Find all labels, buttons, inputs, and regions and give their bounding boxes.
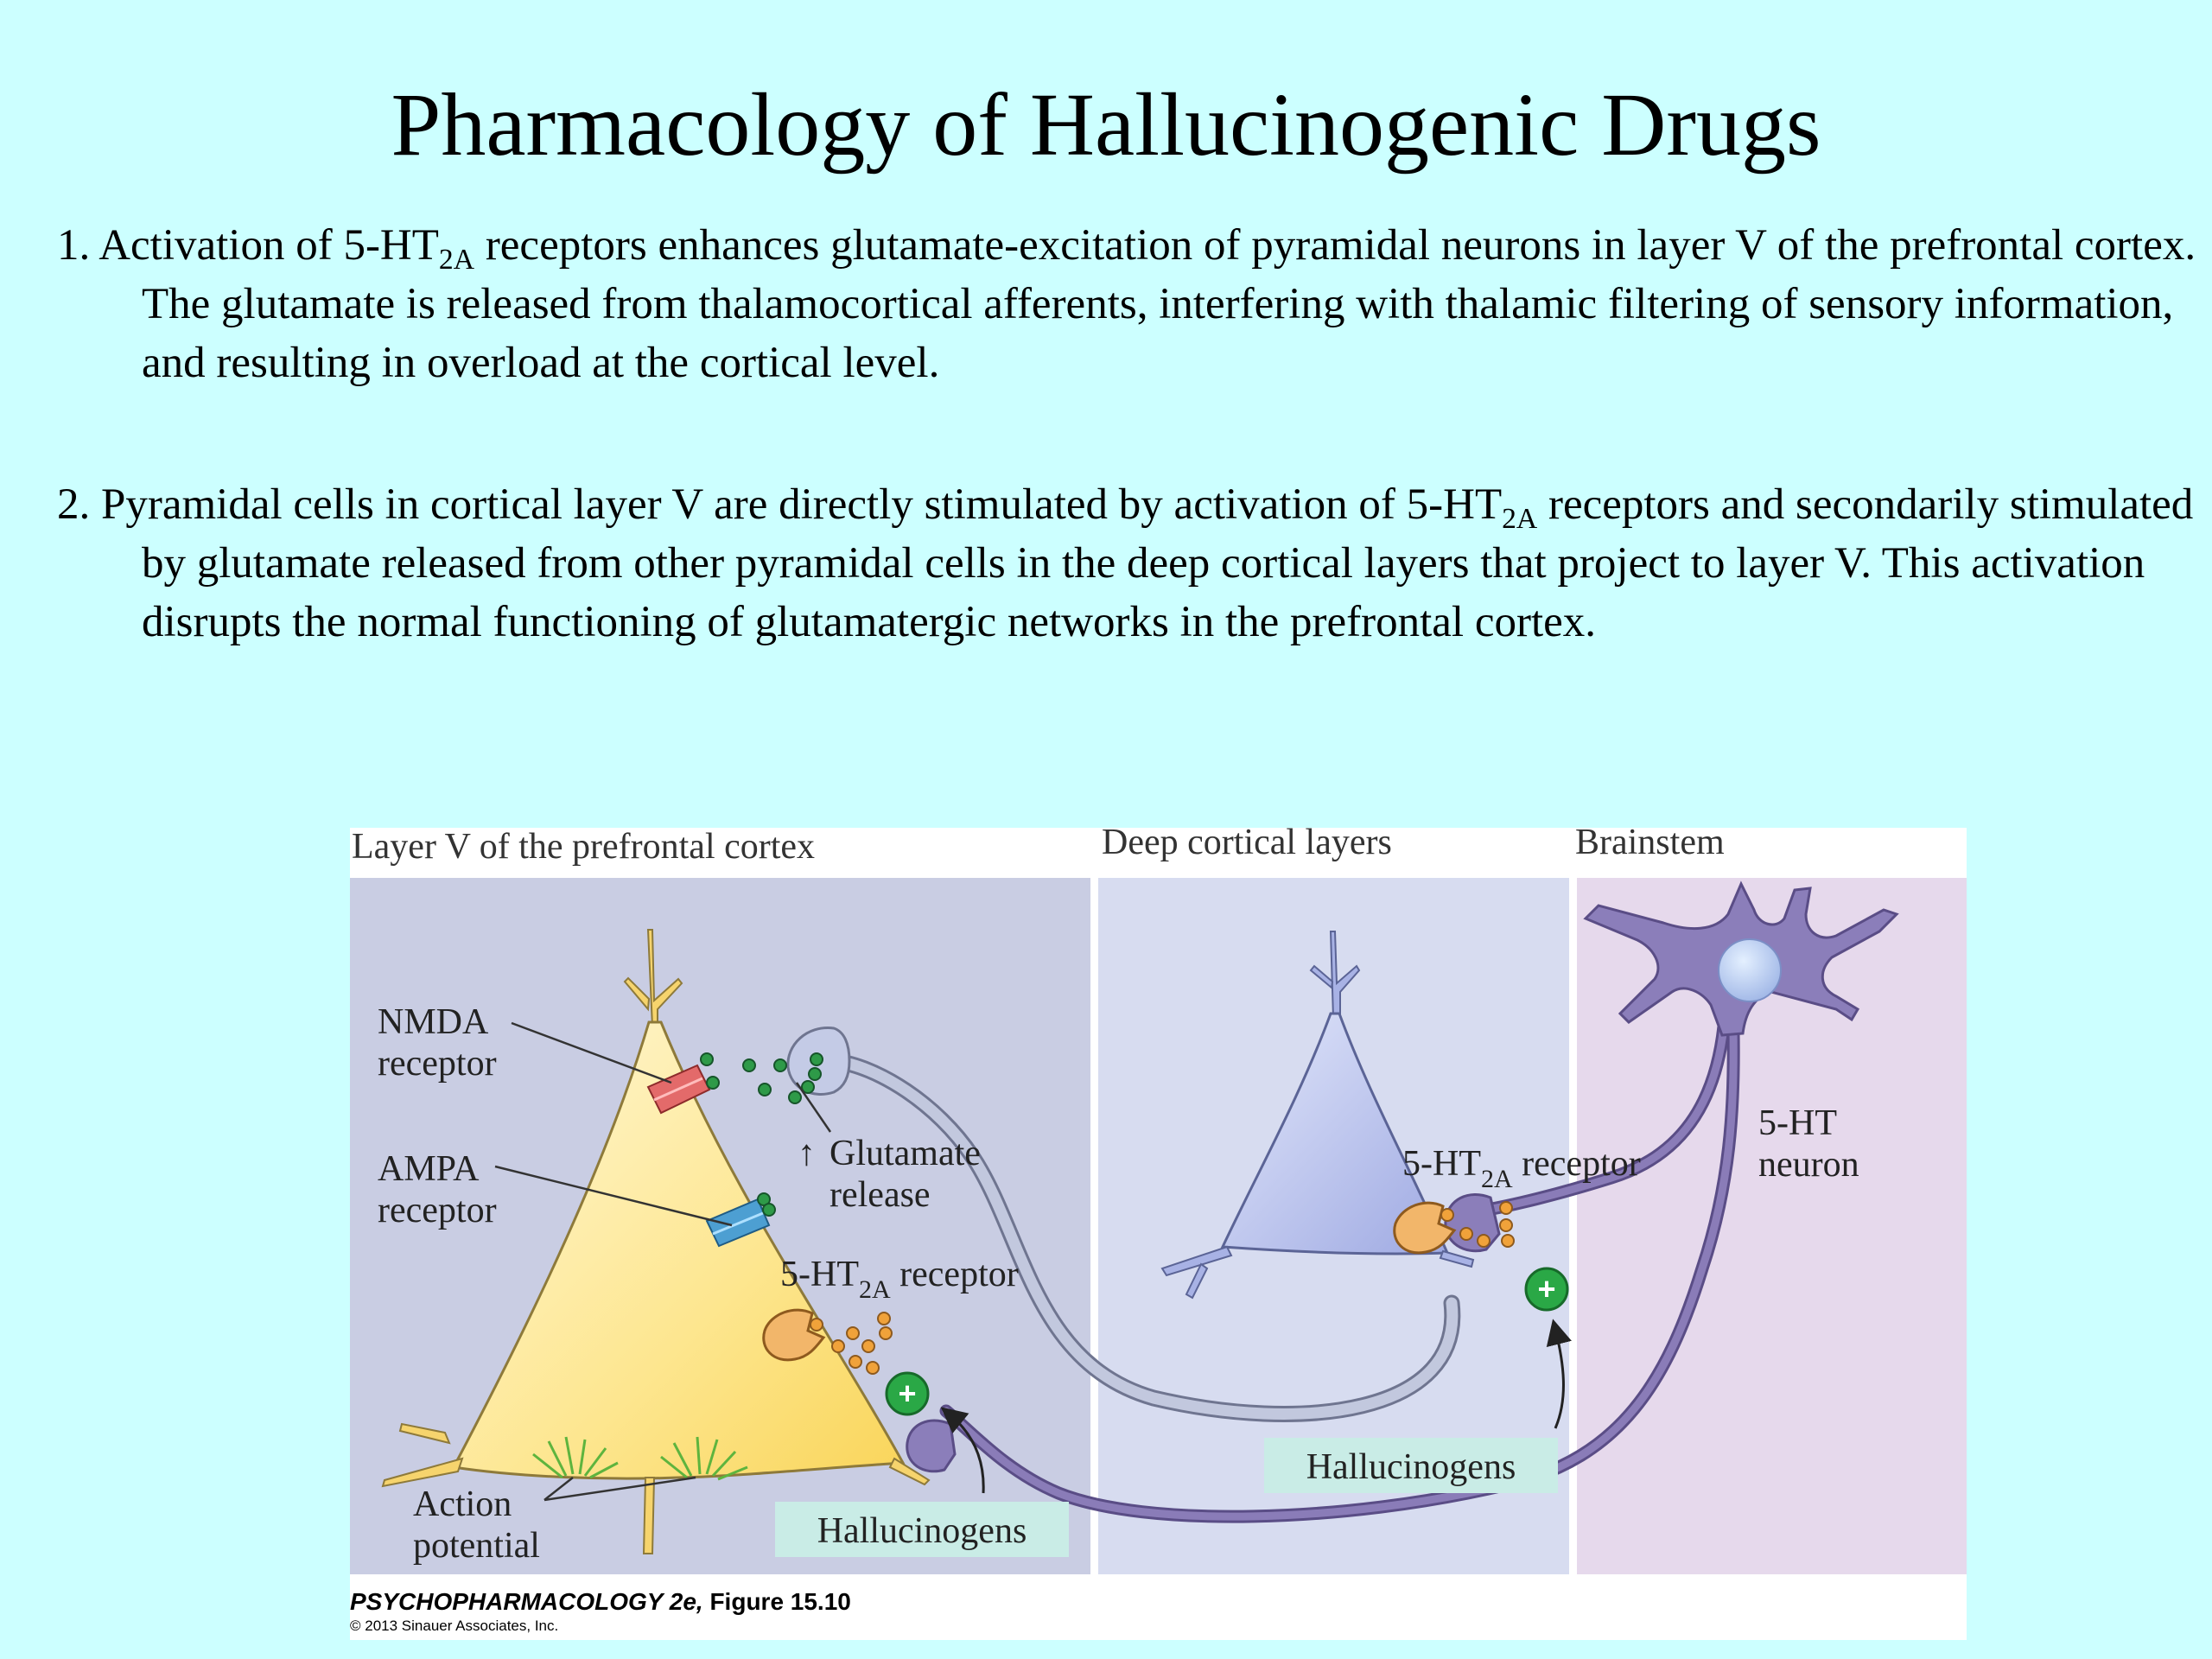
ht2a-receptor-deep	[1393, 1201, 1457, 1255]
point-subscript: 2A	[438, 243, 475, 276]
serotonin-molecules	[810, 1201, 1515, 1375]
glutamate-label-2: release	[830, 1175, 931, 1215]
ht2a-label-layer5: 5-HT2A receptor	[780, 1255, 1019, 1304]
hallucinogen-box-layer5	[775, 1502, 1069, 1557]
ampa-label-1: AMPA	[378, 1149, 480, 1189]
ampa-leader	[494, 1165, 733, 1227]
pyramidal-soma	[451, 1020, 906, 1480]
hallucinogen-arrow-deep	[1546, 1319, 1572, 1429]
glutamate-leader	[795, 1082, 832, 1133]
hallucinogen-arrow-layer5	[940, 1407, 985, 1494]
nmda-leader	[511, 1021, 672, 1084]
action-potential-label-2: potential	[413, 1526, 540, 1566]
point-text-pre: Activation of 5-HT	[99, 221, 439, 270]
ht2a-label-deep: 5-HT2A receptor	[1402, 1144, 1641, 1193]
ht2a-receptor-layer5	[762, 1308, 826, 1362]
point-number: 2.	[57, 480, 91, 529]
ampa-label-2: receptor	[378, 1191, 497, 1230]
plus-icon: +	[1524, 1267, 1569, 1312]
nmda-label-1: NMDA	[378, 1002, 489, 1042]
panel-label-layer-v: Layer V of the prefrontal cortex	[352, 828, 815, 867]
glutamate-arrow-icon: ↑	[798, 1134, 816, 1173]
serotonin-terminal-deep	[1444, 1192, 1501, 1253]
copyright: © 2013 Sinauer Associates, Inc.	[350, 1618, 559, 1634]
serotonin-terminal-layer5	[906, 1419, 957, 1473]
hallucinogen-box-deep	[1264, 1438, 1558, 1493]
layer-v-pyramidal-neuron	[381, 929, 931, 1554]
action-potential-label-1: Action	[413, 1484, 512, 1524]
glutamate-molecules	[700, 1052, 823, 1217]
point-text-post: receptors enhances glutamate-excitation …	[142, 221, 2196, 387]
svg-text:+: +	[1537, 1271, 1555, 1306]
bullet-point-1: 1. Activation of 5-HT2A receptors enhanc…	[57, 216, 2212, 392]
hallucinogen-mechanism-figure: Layer V of the prefrontal cortex Deep co…	[350, 828, 1967, 1640]
plus-icon: +	[885, 1371, 930, 1416]
nmda-receptor	[646, 1064, 711, 1115]
hallucinogen-label-deep: Hallucinogens	[1306, 1447, 1516, 1487]
bullet-point-2: 2. Pyramidal cells in cortical layer V a…	[57, 475, 2212, 652]
ampa-receptor	[705, 1198, 771, 1248]
deep-pyramidal-soma	[1220, 1012, 1450, 1255]
point-text-post: receptors and secondarily stimulated by …	[142, 480, 2194, 646]
serotonin-neuron-label-2: neuron	[1758, 1145, 1859, 1185]
panel-label-brainstem: Brainstem	[1575, 828, 1725, 862]
figure-credit: PSYCHOPHARMACOLOGY 2e, Figure 15.10 © 20…	[350, 1588, 851, 1635]
serotonin-neuron-label-1: 5-HT	[1758, 1103, 1837, 1143]
slide-title: Pharmacology of Hallucinogenic Drugs	[391, 75, 1821, 175]
action-potential-leader-a	[543, 1477, 574, 1501]
glutamate-label-1: Glutamate	[830, 1134, 981, 1173]
point-text-pre: Pyramidal cells in cortical layer V are …	[101, 480, 1503, 529]
action-potential-leader-b	[543, 1476, 696, 1502]
deep-pyramidal-neuron	[1160, 931, 1475, 1300]
credit-title: PSYCHOPHARMACOLOGY 2e,	[350, 1588, 703, 1615]
serotonin-neuron-nucleus	[1718, 938, 1782, 1002]
figure-diagram: Layer V of the prefrontal cortex Deep co…	[350, 828, 1967, 1574]
hallucinogen-label-layer5: Hallucinogens	[817, 1511, 1027, 1551]
credit-figure: Figure 15.10	[709, 1588, 851, 1615]
panel-label-deep: Deep cortical layers	[1102, 828, 1392, 862]
point-number: 1.	[57, 221, 91, 270]
svg-text:+: +	[898, 1376, 916, 1411]
point-subscript: 2A	[1502, 502, 1538, 535]
nmda-label-2: receptor	[378, 1044, 497, 1084]
